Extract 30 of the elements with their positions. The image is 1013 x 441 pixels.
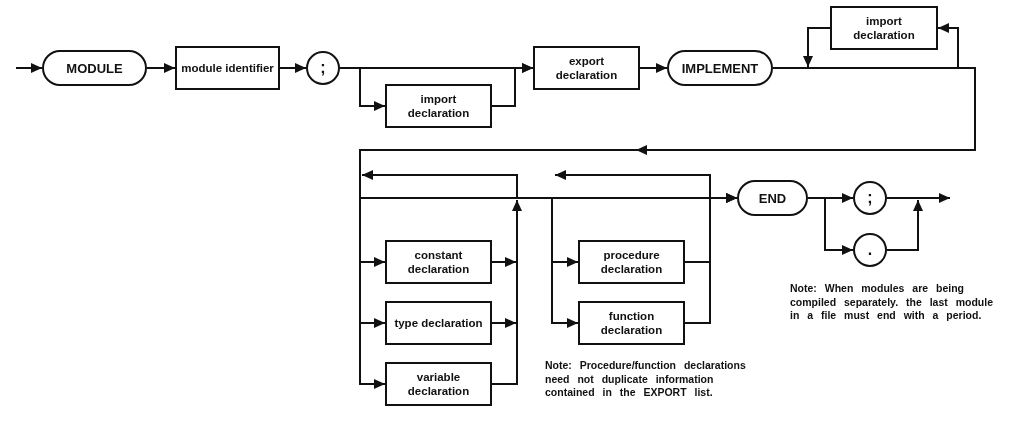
arrow (803, 27, 831, 68)
nonterminal-box: module identifier (175, 46, 280, 90)
keyword-pill: MODULE (42, 50, 147, 86)
nonterminal-box: import declaration (385, 84, 492, 128)
nonterminal-box: variable declaration (385, 362, 492, 406)
arrow (491, 318, 517, 328)
note-text: Note: Procedure/function declarations need not duplicate information contained in the EXPORT list. (545, 359, 747, 400)
arrow (279, 63, 307, 73)
symbol-circle: ; (306, 51, 340, 85)
arrow (807, 197, 854, 255)
arrow (339, 63, 534, 73)
nonterminal-box: import declaration (830, 6, 938, 50)
arrow (15, 63, 43, 73)
arrow (886, 199, 923, 251)
keyword-pill: END (737, 180, 808, 216)
nonterminal-box: constant declaration (385, 240, 492, 284)
nonterminal-box: type declaration (385, 301, 492, 345)
arrow (491, 199, 522, 385)
nonterminal-box: function declaration (578, 301, 685, 345)
arrow (886, 193, 951, 203)
nonterminal-box: procedure declaration (578, 240, 685, 284)
note-text: Note: When modules are being compiled separately. the last module in a file must end with a period. (790, 282, 995, 323)
arrow (491, 257, 517, 267)
arrow (146, 63, 176, 73)
nonterminal-box: export declaration (533, 46, 640, 90)
symbol-circle: . (853, 233, 887, 267)
arrow (359, 67, 976, 203)
keyword-pill: IMPLEMENT (667, 50, 773, 86)
arrow (639, 63, 668, 73)
symbol-circle: ; (853, 181, 887, 215)
